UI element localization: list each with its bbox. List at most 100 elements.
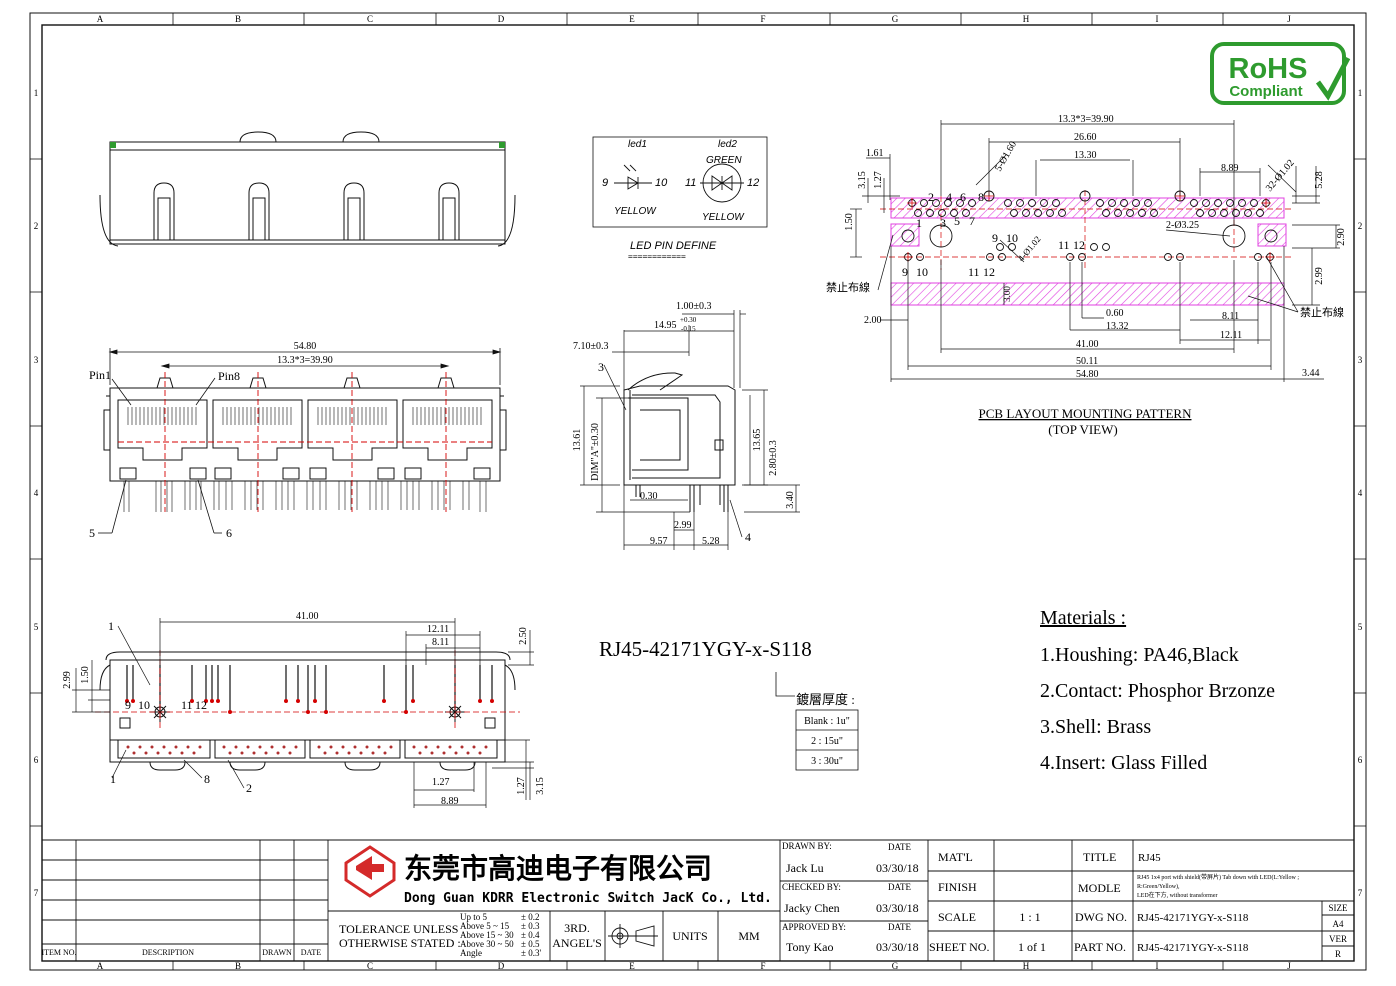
model-line-3: LED在下方, without transformer xyxy=(1137,891,1218,899)
pcb-dim-811: 8.11 xyxy=(1222,311,1239,322)
pcb-pin-5: 5 xyxy=(954,214,960,228)
pcb-pin-11b: 11 xyxy=(968,265,980,279)
row-label-right-1: 1 xyxy=(1358,88,1363,98)
pcb-dim-564: 5-Ø1.60 xyxy=(993,139,1019,173)
materials-item-2: 2.Contact: Phosphor Brzonze xyxy=(1040,680,1275,702)
tol-range-2: Above 5 ~ 15 xyxy=(460,921,510,931)
col-label-top-g: G xyxy=(892,14,899,24)
bottom-callout-8: 8 xyxy=(204,772,210,786)
pcb-dim-4100: 41.00 xyxy=(1076,339,1099,350)
row-label-left-4: 4 xyxy=(34,488,39,498)
row-label-right-6: 6 xyxy=(1358,755,1363,765)
front-dim-pitch: 13.3*3=39.90 xyxy=(277,355,333,366)
plating-label: 鍍層厚度 : xyxy=(796,692,855,707)
front-callout-6: 6 xyxy=(226,526,232,540)
pcb-dim-060: 0.60 xyxy=(1106,308,1124,319)
pcb-dim-299: 2.99 xyxy=(1314,267,1325,285)
front-callout-5: 5 xyxy=(89,526,95,540)
plating-row-2: 2 : 15u" xyxy=(811,736,843,747)
checked-date: 03/30/18 xyxy=(876,901,919,915)
col-label-top-i: I xyxy=(1156,14,1159,24)
bottom-callout-1a: 1 xyxy=(108,619,114,633)
led-yellow1-label: YELLOW xyxy=(614,206,657,217)
led-pin9: 9 xyxy=(602,177,608,189)
pcb-dim-127: 1.27 xyxy=(873,171,884,189)
side-dim-340: 3.40 xyxy=(785,491,796,509)
side-dim-710: 7.10±0.3 xyxy=(573,341,609,352)
pcb-dim-1211: 12.11 xyxy=(1220,330,1242,341)
bottom-dim-250: 2.50 xyxy=(518,627,529,645)
checked-date-label: DATE xyxy=(888,882,911,892)
col-label-bottom-h: H xyxy=(1023,961,1030,971)
checked-by-name: Jacky Chen xyxy=(784,901,840,915)
pcb-pin-7: 7 xyxy=(969,214,975,228)
title-block: ITEM NO. DESCRIPTION DRAWN DATE 东莞市高迪电子有… xyxy=(41,839,1354,961)
rev-description-header: DESCRIPTION xyxy=(142,948,194,957)
pcb-pin-8: 8 xyxy=(978,190,984,204)
pcb-pin-12b: 12 xyxy=(983,265,995,279)
pcb-dim-2660: 26.60 xyxy=(1074,132,1097,143)
approved-by-label: APPROVED BY: xyxy=(782,922,846,932)
drawn-by-name: Jack Lu xyxy=(786,861,824,875)
pcb-dim-5011: 50.11 xyxy=(1076,356,1098,367)
part-no-label: PART NO. xyxy=(1074,940,1126,954)
tol-range-5: Angle xyxy=(460,948,482,958)
company-name-cn: 东莞市高迪电子有限公司 xyxy=(404,852,712,884)
bottom-dim-889: 8.89 xyxy=(441,796,459,807)
led-yellow2-label: YELLOW xyxy=(702,212,745,223)
pcb-dim-300: 3.00 xyxy=(1002,286,1012,302)
sheet-no-value: 1 of 1 xyxy=(1018,940,1046,954)
pcb-keepout-left: 禁止布線 xyxy=(826,280,870,294)
checkmark-icon xyxy=(1315,56,1351,101)
approved-date: 03/30/18 xyxy=(876,940,919,954)
rev-drawn-header: DRAWN xyxy=(262,948,292,957)
pcb-dim-203: 2-Ø3.25 xyxy=(1166,220,1199,231)
model-line-1: RJ45 1x4 port with shield(带屏片) Tab down … xyxy=(1137,873,1299,881)
units-value: MM xyxy=(738,929,760,943)
bottom-dim-811: 8.11 xyxy=(432,637,449,648)
col-label-bottom-d: D xyxy=(498,961,505,971)
tolerance-label-2: OTHERWISE STATED : xyxy=(339,936,461,950)
tol-range-3: Above 15 ~ 30 xyxy=(460,930,514,940)
bottom-dim-127a: 1.27 xyxy=(432,777,450,788)
tol-value-2: ± 0.3 xyxy=(521,921,540,931)
side-dim-a: DIM"A"±0.30 xyxy=(590,423,601,481)
pcb-pin-9b: 9 xyxy=(902,265,908,279)
pcb-layout: 13.3*3=39.90 26.60 13.30 8.89 1.61 3.15 … xyxy=(826,114,1347,437)
side-dim-tol-plus: +0.30 xyxy=(680,316,697,324)
company-name-en: Dong Guan KDRR Electronic Switch JacK Co… xyxy=(404,891,772,906)
bottom-dim-150: 1.50 xyxy=(80,666,91,684)
pcb-dim-150: 1.50 xyxy=(844,213,855,231)
pcb-pin-10a: 10 xyxy=(1006,231,1018,245)
pcb-dim-5480: 54.80 xyxy=(1076,369,1099,380)
pcb-dim-1330: 13.30 xyxy=(1074,150,1097,161)
plating-row-3: 3 : 30u" xyxy=(811,756,843,767)
side-callout-3: 3 xyxy=(598,360,604,374)
row-label-left-3: 3 xyxy=(34,355,39,365)
title-label: TITLE xyxy=(1083,850,1116,864)
row-label-left-5: 5 xyxy=(34,622,39,632)
col-label-bottom-f: F xyxy=(760,961,765,971)
drawn-date: 03/30/18 xyxy=(876,861,919,875)
materials-block: Materials : 1.Houshing: PA46,Black 2.Con… xyxy=(1040,607,1275,774)
projection-label-2: ANGEL'S xyxy=(552,936,602,950)
dwg-no-value: RJ45-42171YGY-x-S118 xyxy=(1137,912,1249,924)
size-label: SIZE xyxy=(1329,903,1349,913)
tol-value-1: ± 0.2 xyxy=(521,912,539,922)
materials-title: Materials : xyxy=(1040,607,1126,629)
col-label-bottom-a: A xyxy=(97,961,104,971)
row-label-right-5: 5 xyxy=(1358,622,1363,632)
size-value: A4 xyxy=(1333,919,1344,929)
pcb-keepout-right: 禁止布線 xyxy=(1300,305,1344,319)
third-angle-projection-icon xyxy=(608,924,658,948)
pcb-subtitle: (TOP VIEW) xyxy=(1048,422,1117,437)
pcb-dim-315: 3.15 xyxy=(857,171,868,189)
side-dim-528: 5.28 xyxy=(702,536,720,547)
bottom-view: 41.00 12.11 8.11 2.50 2.99 1.50 9 10 11 … xyxy=(62,611,546,808)
bottom-callout-2: 2 xyxy=(246,781,252,795)
bottom-pin-12: 12 xyxy=(195,698,207,712)
led-pin11: 11 xyxy=(685,177,696,189)
scale-value: 1 : 1 xyxy=(1019,910,1040,924)
pcb-pin-11a: 11 xyxy=(1058,238,1070,252)
col-label-bottom-e: E xyxy=(629,961,635,971)
